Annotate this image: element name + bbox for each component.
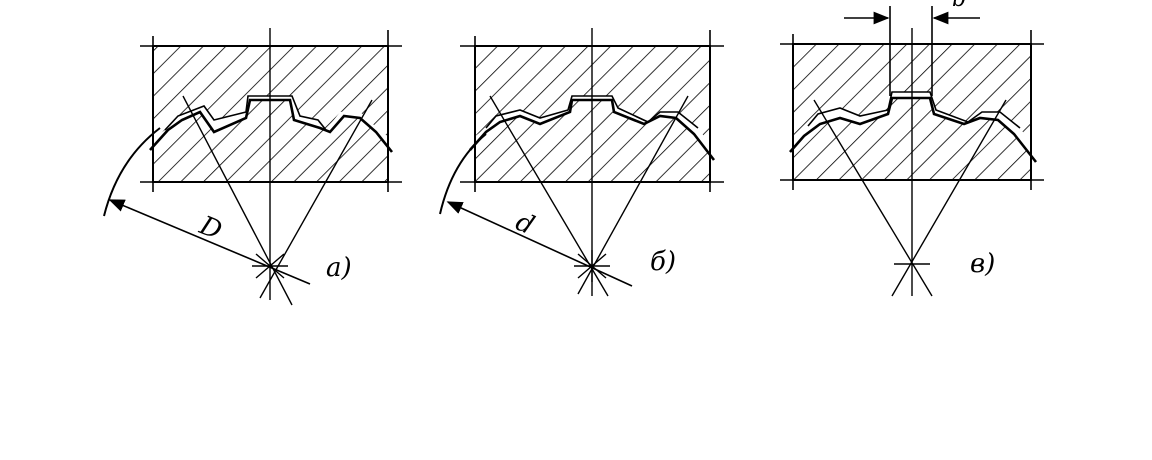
- dimension-label-a: D: [194, 210, 226, 246]
- center-mark-b: [574, 250, 610, 282]
- dimension-arc-b: [439, 133, 487, 215]
- center-mark-a: [252, 253, 288, 279]
- dimension-arc-a: [103, 127, 161, 217]
- hub-section-c: [793, 44, 1031, 144]
- dimension-label-b: d: [511, 207, 538, 241]
- figure-caption-b: б): [650, 247, 676, 277]
- figure-a: D а): [103, 28, 402, 306]
- figure-caption-c: в): [970, 249, 995, 279]
- figure-b: d б): [439, 28, 724, 297]
- dimension-line-b: [446, 201, 633, 287]
- dimension-label-c: b: [952, 0, 966, 12]
- figure-c: b в): [780, 0, 1044, 297]
- dimension-line-a: [108, 199, 311, 285]
- figure-caption-a: а): [326, 253, 352, 283]
